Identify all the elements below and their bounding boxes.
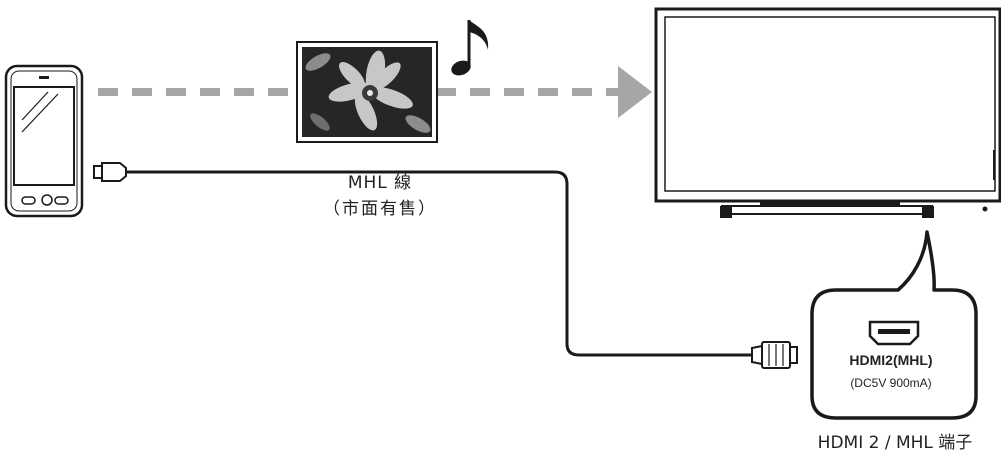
photo-icon (296, 41, 438, 143)
cable-label: MHL 線 (347, 173, 413, 193)
arrow-head (618, 66, 652, 118)
stream-arrow (98, 66, 652, 118)
cable-note: （市面有售） (323, 199, 437, 219)
mhl-cable (93, 162, 798, 369)
music-note-icon (451, 20, 489, 76)
micro-usb-plug-icon (93, 162, 127, 182)
smartphone-icon (4, 64, 84, 218)
tv-icon (654, 7, 1001, 218)
hdmi-port-icon (868, 320, 920, 346)
port-spec: (DC5V 900mA) (850, 376, 932, 390)
port-name: HDMI2(MHL) (849, 352, 933, 368)
port-caption: HDMI 2 / MHL 端子 (817, 433, 973, 453)
port-callout (810, 230, 978, 420)
hdmi-plug-icon (751, 341, 798, 369)
